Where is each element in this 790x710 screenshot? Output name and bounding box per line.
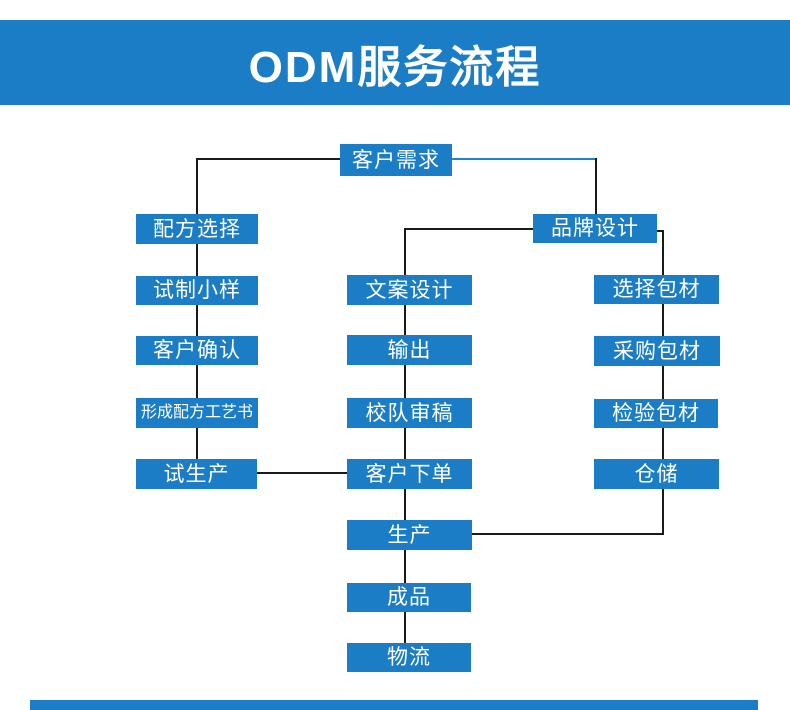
connector-line [404,228,406,644]
connector-line [196,158,198,460]
flow-node-trial-sample: 试制小样 [136,276,258,305]
flow-node-customer-order: 客户下单 [347,459,472,489]
flow-node-formula-process-book: 形成配方工艺书 [136,398,258,428]
flow-node-purchase-packaging: 采购包材 [594,336,720,366]
flow-node-finished-product: 成品 [347,583,471,612]
connector-line [595,158,597,215]
flow-node-warehousing: 仓储 [594,459,719,489]
connector-line [196,158,342,160]
flow-node-formula-selection: 配方选择 [136,214,258,244]
flow-node-customer-confirm: 客户确认 [136,336,258,365]
page-title: ODM服务流程 [248,42,542,92]
header-banner: ODM服务流程 [0,20,790,105]
flow-node-brand-design: 品牌设计 [533,214,657,243]
flow-node-copy-design: 文案设计 [347,275,472,305]
flow-node-customer-demand: 客户需求 [340,144,452,176]
connector-line [656,230,664,232]
flow-node-production: 生产 [347,520,472,550]
flow-node-logistics: 物流 [347,643,471,672]
flow-node-select-packaging: 选择包材 [594,275,719,304]
connector-line [404,228,534,230]
connector-line [452,158,597,160]
flow-node-proofreading: 校队审稿 [347,398,472,428]
footer-bar [30,700,758,710]
connector-line [662,230,664,535]
flow-node-inspect-packaging: 检验包材 [594,399,718,428]
connector-line [472,533,664,535]
flow-node-output: 输出 [347,335,472,365]
connector-line [257,472,348,474]
flow-node-trial-production: 试生产 [136,459,257,489]
